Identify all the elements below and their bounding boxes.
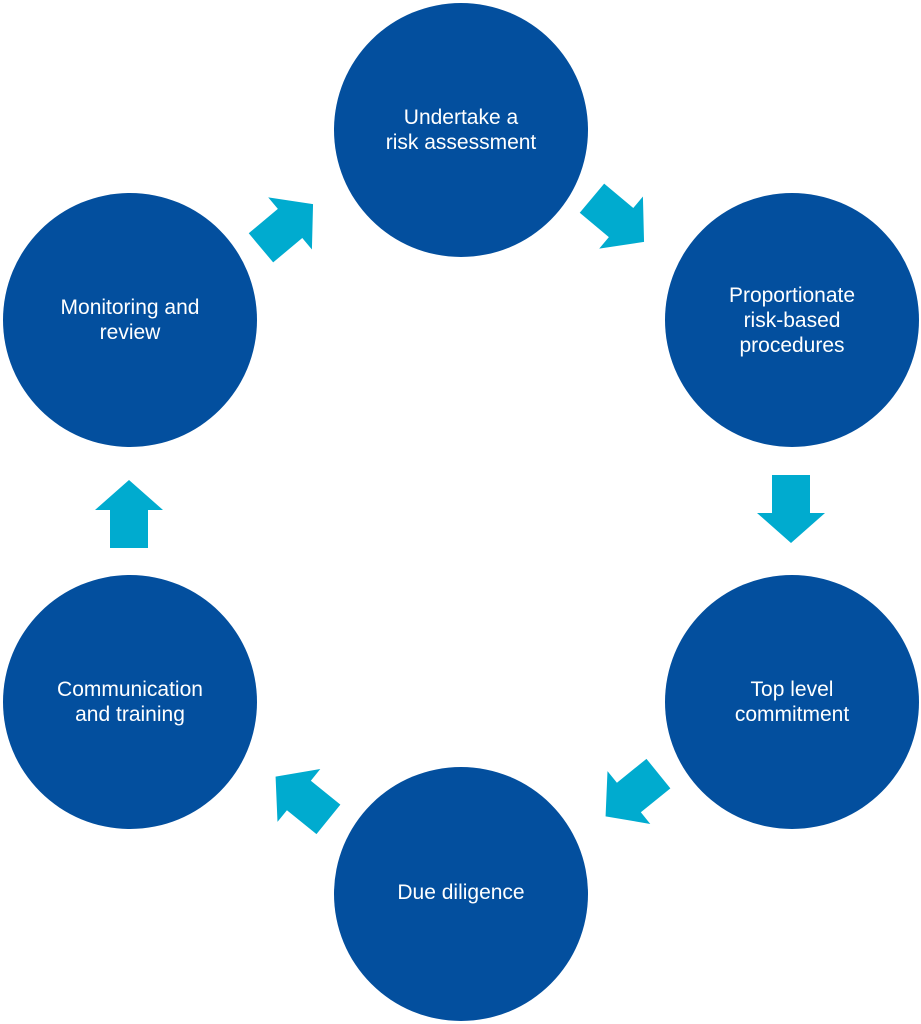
- step-communication-training: Communication and training: [3, 575, 257, 829]
- arrow-up-right-icon: [239, 178, 335, 274]
- arrow-up-icon: [95, 480, 163, 548]
- step-due-diligence: Due diligence: [334, 767, 588, 1021]
- step-top-level-commitment: Top level commitment: [665, 575, 919, 829]
- step-label: Proportionate risk-based procedures: [728, 283, 856, 357]
- arrow-down-icon: [757, 475, 825, 543]
- step-label: Communication and training: [57, 678, 203, 726]
- arrow-down-left-icon: [584, 747, 680, 843]
- arrow-up-left-icon: [254, 750, 350, 846]
- step-label: Due diligence: [397, 880, 525, 904]
- step-label: Undertake a risk assessment: [385, 106, 537, 154]
- step-label: Top level commitment: [734, 678, 850, 726]
- step-undertake-risk-assessment: Undertake a risk assessment: [334, 3, 588, 257]
- step-label: Monitoring and review: [60, 296, 200, 344]
- step-monitoring-review: Monitoring and review: [3, 193, 257, 447]
- arrow-down-right-icon: [570, 172, 666, 268]
- step-proportionate-procedures: Proportionate risk-based procedures: [665, 193, 919, 447]
